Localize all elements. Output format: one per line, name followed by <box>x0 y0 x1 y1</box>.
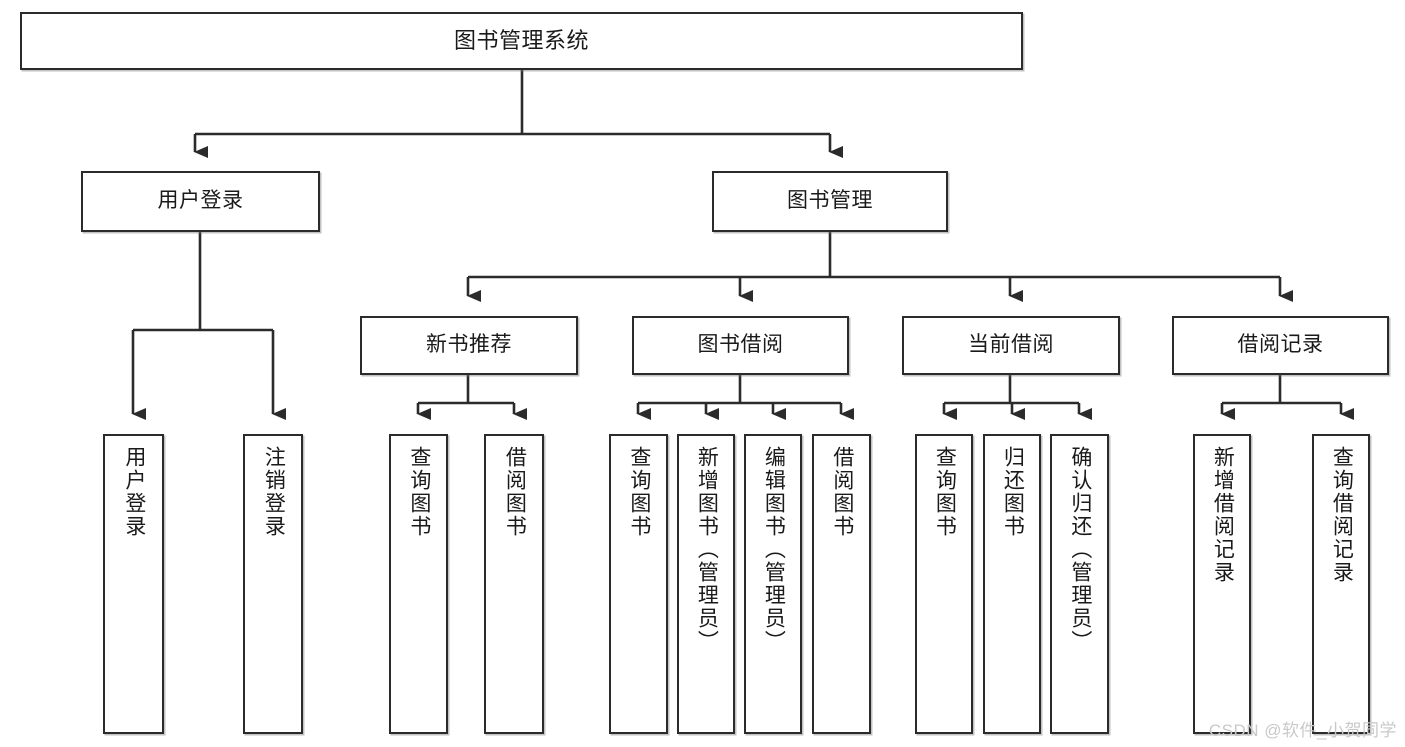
node-root-label: 图书管理系统 <box>453 28 589 54</box>
leaf-confirm-return[interactable]: 确认归还（管理员） <box>1050 434 1109 734</box>
leaf-borrow-book-1[interactable]: 借阅图书 <box>484 434 544 734</box>
node-current-borrow[interactable]: 当前借阅 <box>902 316 1120 375</box>
leaf-query-book-1-label: 查询图书 <box>407 446 431 538</box>
node-book-borrow[interactable]: 图书借阅 <box>632 316 849 375</box>
leaf-user-login-label: 用户登录 <box>122 446 146 538</box>
leaf-borrow-book-2-label: 借阅图书 <box>830 446 854 538</box>
leaf-user-logout[interactable]: 注销登录 <box>243 434 303 734</box>
node-borrow-record-label: 借阅记录 <box>1237 333 1324 357</box>
leaf-add-record[interactable]: 新增借阅记录 <box>1193 434 1251 734</box>
node-book-manage[interactable]: 图书管理 <box>712 171 948 232</box>
node-user-login-label: 用户登录 <box>157 189 244 213</box>
node-new-book-recommend-label: 新书推荐 <box>426 333 512 357</box>
node-book-borrow-label: 图书借阅 <box>697 333 784 357</box>
leaf-query-book-3-label: 查询图书 <box>933 446 957 538</box>
leaf-user-logout-label: 注销登录 <box>262 446 286 538</box>
node-borrow-record[interactable]: 借阅记录 <box>1172 316 1389 375</box>
leaf-query-book-1[interactable]: 查询图书 <box>389 434 448 734</box>
leaf-borrow-book-2[interactable]: 借阅图书 <box>812 434 871 734</box>
leaf-query-book-3[interactable]: 查询图书 <box>915 434 973 734</box>
leaf-add-book-label: 新增图书（管理员） <box>695 446 719 653</box>
leaf-query-book-2-label: 查询图书 <box>627 446 651 538</box>
leaf-add-book[interactable]: 新增图书（管理员） <box>677 434 735 734</box>
node-root[interactable]: 图书管理系统 <box>20 12 1023 70</box>
node-user-login[interactable]: 用户登录 <box>81 171 320 232</box>
leaf-return-book-label: 归还图书 <box>1001 446 1025 538</box>
leaf-edit-book[interactable]: 编辑图书（管理员） <box>744 434 802 734</box>
leaf-edit-book-label: 编辑图书（管理员） <box>762 446 786 653</box>
leaf-user-login[interactable]: 用户登录 <box>103 434 164 734</box>
leaf-confirm-return-label: 确认归还（管理员） <box>1068 446 1092 653</box>
leaf-query-book-2[interactable]: 查询图书 <box>609 434 668 734</box>
watermark-text: CSDN @软件_小贺同学 <box>1208 721 1397 740</box>
node-new-book-recommend[interactable]: 新书推荐 <box>360 316 578 375</box>
leaf-return-book[interactable]: 归还图书 <box>983 434 1041 734</box>
node-current-borrow-label: 当前借阅 <box>968 333 1054 357</box>
leaf-add-record-label: 新增借阅记录 <box>1211 446 1235 584</box>
leaf-query-record-label: 查询借阅记录 <box>1330 446 1354 584</box>
leaf-query-record[interactable]: 查询借阅记录 <box>1312 434 1370 734</box>
node-book-manage-label: 图书管理 <box>787 189 873 213</box>
leaf-borrow-book-1-label: 借阅图书 <box>503 446 527 538</box>
